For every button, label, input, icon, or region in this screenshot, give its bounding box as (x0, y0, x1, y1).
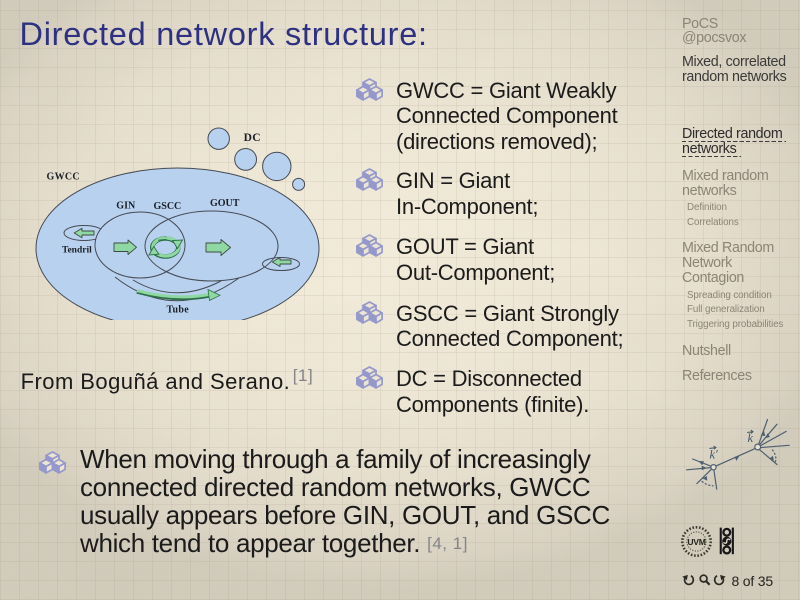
svg-text:GSCC: GSCC (154, 201, 182, 212)
svg-text:k′: k′ (710, 448, 719, 462)
svg-text:k: k (748, 431, 754, 445)
svg-text:GWCC: GWCC (47, 172, 80, 183)
svg-text:DC: DC (244, 132, 261, 144)
svg-text:GIN: GIN (116, 200, 136, 211)
svg-text:UVM: UVM (687, 537, 705, 547)
svg-text:Tube: Tube (167, 305, 190, 316)
svg-text:GOUT: GOUT (210, 198, 240, 209)
svg-text:Tendril: Tendril (62, 246, 92, 256)
